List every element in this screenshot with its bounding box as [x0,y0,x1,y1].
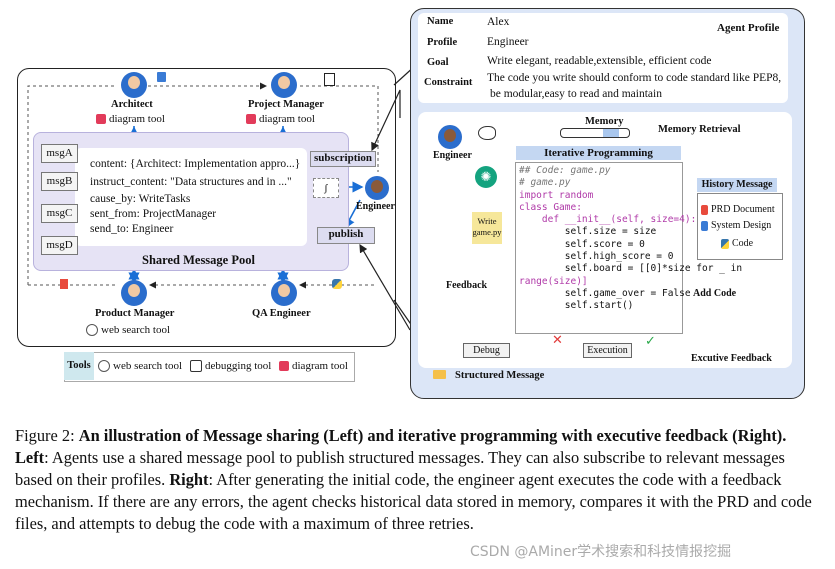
qa-engineer-avatar [271,280,297,306]
profile-value: Write elegant, readable,extensible, effi… [487,55,712,67]
error-x-icon: ✕ [552,332,563,347]
add-code-label: Add Code [693,288,737,299]
doc-icon [701,220,708,231]
subscription-label: subscription [310,151,376,167]
iterative-title: Iterative Programming [516,146,681,160]
agent-profile-box [418,13,788,103]
feedback-label: Feedback [446,280,488,291]
tool-diagram: diagram tool [279,360,348,372]
message-c[interactable]: msgC [41,204,78,223]
message-line: content: {Architect: Implementation appr… [90,158,301,170]
architect-tool: diagram tool [96,113,165,125]
product-manager-avatar [121,280,147,306]
profile-value: be modular,easy to read and maintain [490,88,662,100]
diagram-icon [246,114,256,125]
engineer-label: Engineer [433,150,472,161]
product-manager-tool: web search tool [86,324,170,337]
diagram-icon [96,114,106,125]
product-manager-label: Product Manager [95,308,175,319]
message-a[interactable]: msgA [41,144,78,163]
engineer-avatar [365,176,389,200]
profile-value: Engineer [487,36,529,48]
message-d[interactable]: msgD [41,236,78,255]
message-b[interactable]: msgB [41,172,78,191]
success-check-icon: ✓ [645,333,656,348]
profile-key: Goal [427,57,449,68]
globe-icon [86,324,98,337]
pool-title: Shared Message Pool [142,253,255,267]
execution-label: Execution [583,343,632,358]
tools-bar [64,352,355,382]
project-manager-tool: diagram tool [246,113,315,125]
exec-feedback-label: Excutive Feedback [691,353,772,364]
architect-label: Architect [111,99,153,110]
architect-avatar [121,72,147,98]
profile-key: Constraint [424,77,473,88]
message-line: cause_by: WriteTasks [90,193,191,205]
profile-value: The code you write should conform to cod… [487,72,782,84]
message-line: instruct_content: "Data structures and i… [90,176,292,188]
history-title: History Message [697,178,777,192]
tools-label: Tools [64,352,94,380]
project-manager-label: Project Manager [248,99,324,110]
profile-value: Alex [487,16,510,28]
debug-label: Debug [463,343,510,358]
terminal-icon [190,360,202,373]
message-line: sent_from: ProjectManager [90,208,217,220]
brain-icon [478,126,496,140]
memory-label: Memory [585,116,624,127]
document-icon [324,73,335,86]
watermark: CSDN @AMiner学术搜索和科技情报挖掘 [470,544,732,560]
engineer-avatar [438,125,462,149]
history-box [697,193,783,260]
history-item: PRD Document [701,204,775,215]
figure-caption: Figure 2: An illustration of Message sha… [15,426,812,533]
tool-debugging: debugging tool [190,360,271,373]
publish-label: publish [317,227,375,244]
image-icon [157,72,166,82]
ear-icon: ʃ [313,178,339,198]
envelope-icon [433,370,446,379]
structured-message-label: Structured Message [455,370,545,381]
write-file-note: Write game.py [472,212,502,244]
globe-icon [98,360,110,373]
history-item: Code [721,238,753,249]
memory-bar [560,128,630,138]
profile-key: Profile [427,37,458,48]
message-line: send_to: Engineer [90,223,174,235]
qa-engineer-label: QA Engineer [252,308,311,319]
diagram-icon [279,361,289,372]
engineer-label: Engineer [356,201,395,212]
message-content-box [75,148,307,246]
code-editor [515,162,683,334]
python-icon [332,279,342,289]
python-icon [721,238,729,249]
pdf-icon [60,279,68,289]
profile-title: Agent Profile [717,22,780,34]
project-manager-avatar [271,72,297,98]
pdf-icon [701,204,708,215]
memory-retrieval-label: Memory Retrieval [658,124,741,135]
profile-key: Name [427,16,454,27]
chatgpt-icon: ✺ [475,166,497,188]
tool-web-search: web search tool [98,360,182,373]
history-item: System Design [701,220,771,231]
